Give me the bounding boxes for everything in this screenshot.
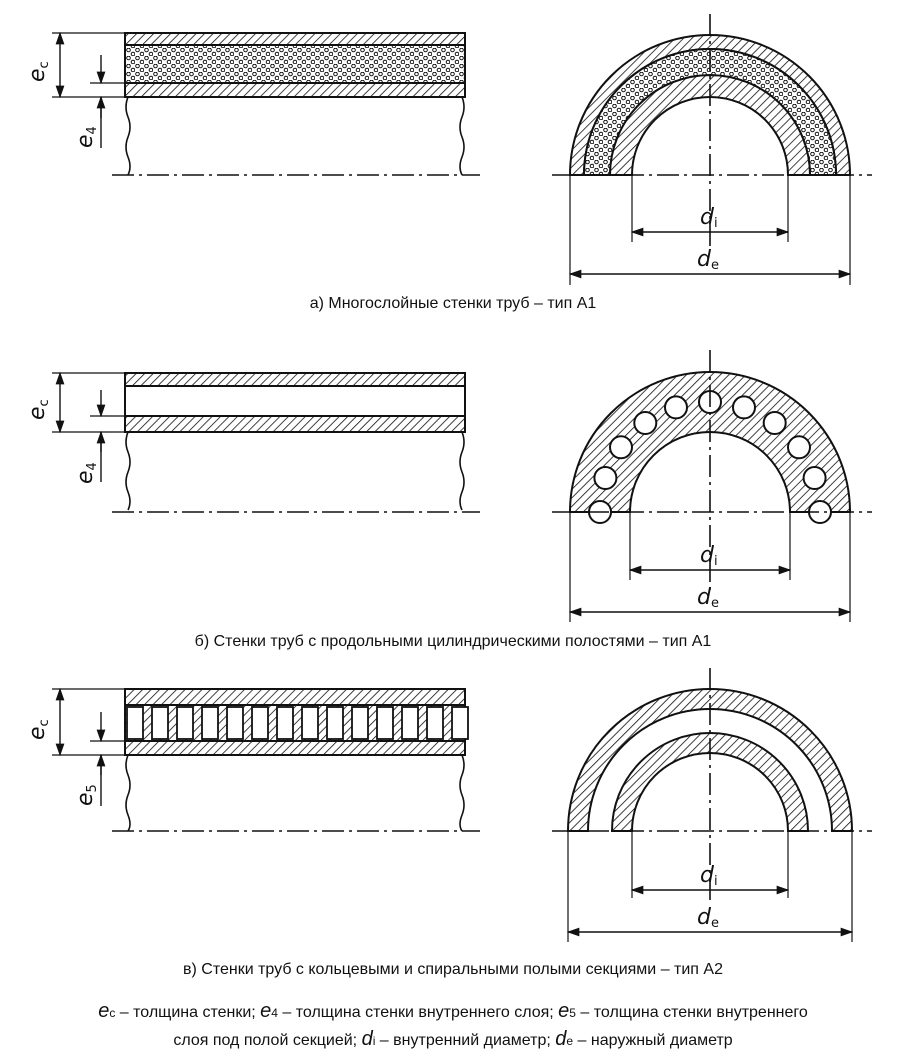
label-di: di	[700, 863, 718, 889]
hollow-section-slot	[276, 706, 294, 740]
figure-c-longitudinal-section: ec e5	[25, 687, 480, 832]
label-ec: ec	[25, 61, 52, 82]
figure-b-longitudinal-section: ec e4	[25, 371, 480, 513]
annular-hollow-sections	[126, 706, 469, 740]
label-e4: e4	[73, 462, 100, 484]
cavity-circle	[762, 411, 787, 435]
cavity-circle	[802, 466, 827, 490]
hollow-section-slot	[351, 706, 369, 740]
label-de: de	[697, 905, 719, 931]
cavity-circle	[609, 435, 633, 460]
legend-e4-symbol: e4	[260, 1000, 278, 1022]
figure-b-cross-section: di de	[552, 350, 872, 622]
figure-a-cross-section: di de	[552, 14, 872, 285]
hollow-section-slot	[176, 706, 194, 740]
hollow-section-slot	[251, 706, 269, 740]
label-e4: e4	[73, 126, 100, 148]
legend-di-symbol: di	[361, 1028, 376, 1050]
cavity-circle	[664, 395, 688, 420]
hollow-section-slot	[151, 706, 169, 740]
legend-de-symbol: de	[555, 1028, 574, 1050]
hollow-section-slot	[226, 706, 244, 740]
caption-figure-b: б) Стенки труб с продольными цилиндричес…	[194, 633, 712, 650]
hollow-section-slot	[126, 706, 144, 740]
legend-e5-text-continued: слоя под полой секцией;	[173, 1032, 362, 1049]
legend-line-1: ec – толщина стенки; e4 – толщина стенки…	[0, 998, 906, 1026]
legend-e5-text: – толщина стенки внутреннего	[575, 1004, 808, 1021]
label-de: de	[697, 585, 719, 611]
label-ec: ec	[25, 399, 52, 420]
label-de: de	[697, 247, 719, 273]
hollow-section-slot	[326, 706, 344, 740]
caption-figure-a: а) Многослойные стенки труб – тип А1	[309, 295, 597, 312]
legend-e5-symbol: e5	[558, 1000, 576, 1022]
hollow-section-slot	[301, 706, 319, 740]
label-di: di	[700, 205, 718, 231]
hollow-section-slot	[451, 706, 469, 740]
label-di: di	[700, 543, 718, 569]
caption-figure-c: в) Стенки труб с кольцевыми и спиральным…	[183, 961, 723, 978]
label-e5: e5	[73, 784, 100, 806]
cavity-circle	[633, 411, 658, 435]
legend-de-text: – наружный диаметр	[573, 1032, 733, 1049]
hollow-section-slot	[401, 706, 419, 740]
figure-c-cross-section: di de	[552, 668, 872, 942]
legend-line-2: слоя под полой секцией; di – внутренний …	[0, 1026, 906, 1054]
legend-di-text: – внутренний диаметр;	[375, 1032, 556, 1049]
legend-ec-text: – толщина стенки;	[115, 1004, 261, 1021]
legend-ec-symbol: ec	[98, 1000, 116, 1022]
hollow-section-slot	[201, 706, 219, 740]
cavity-circle	[732, 395, 756, 420]
hollow-section-slot	[426, 706, 444, 740]
cavity-circle	[787, 435, 811, 460]
symbol-legend: ec – толщина стенки; e4 – толщина стенки…	[0, 998, 906, 1054]
figure-a-longitudinal-section: ec e4	[25, 31, 480, 176]
label-ec: ec	[25, 719, 52, 740]
cavity-circle	[593, 466, 618, 490]
legend-e4-text: – толщина стенки внутреннего слоя;	[277, 1004, 559, 1021]
hollow-section-slot	[376, 706, 394, 740]
